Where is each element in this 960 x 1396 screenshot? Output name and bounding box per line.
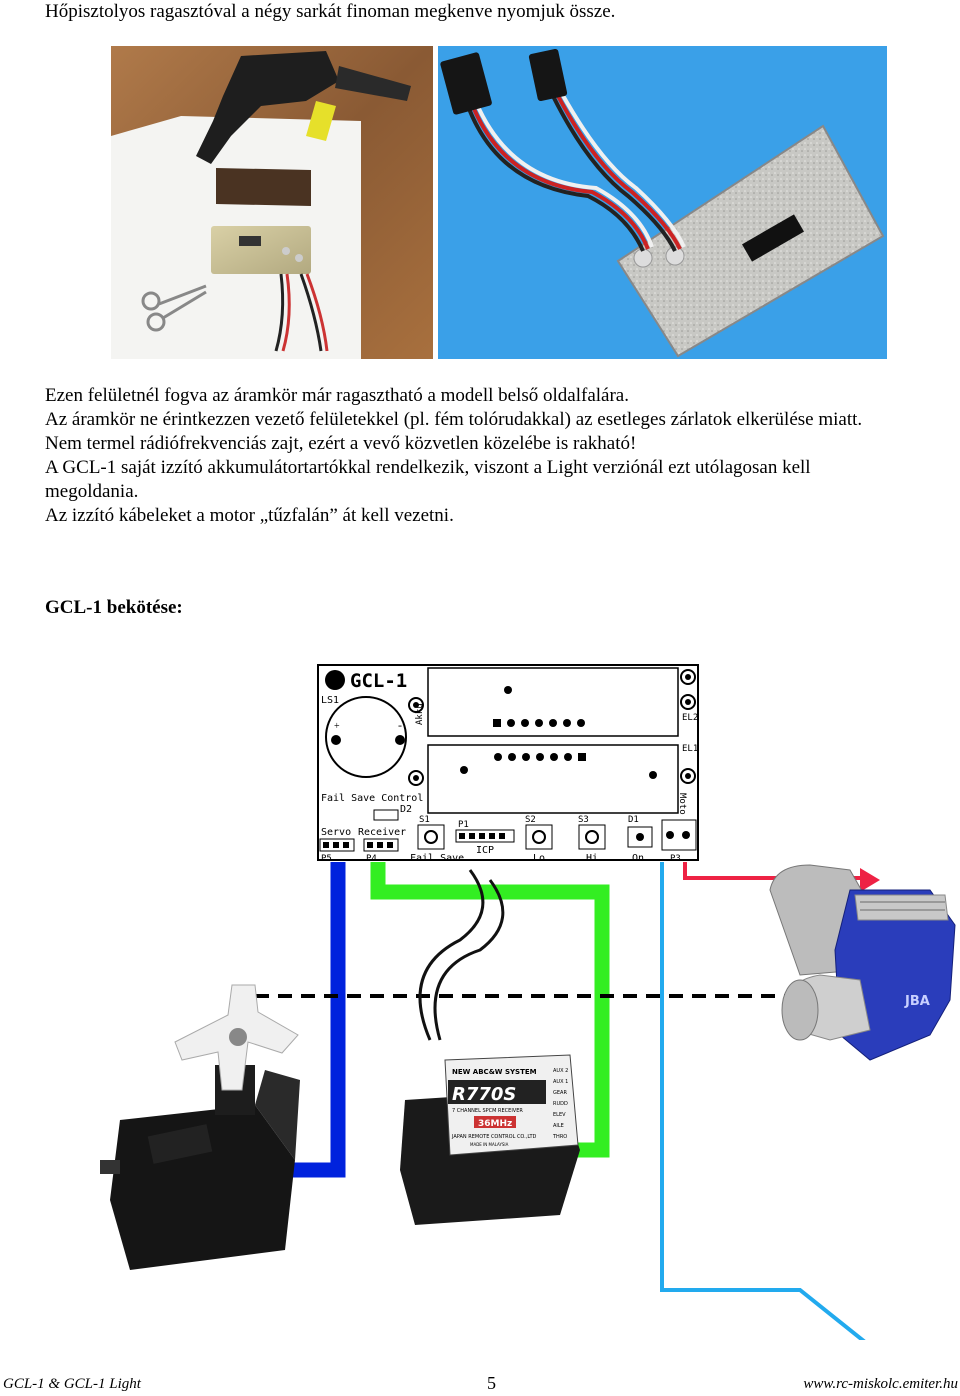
footer-left: GCL-1 & GCL-1 Light — [3, 1376, 141, 1392]
footer-right: www.rc-miskolc.emiter.hu — [803, 1376, 958, 1392]
label-s3: S3 — [578, 815, 589, 825]
label-p1: P1 — [458, 820, 469, 830]
icp-header — [455, 829, 515, 843]
receiver-ch-1: AUX 2 — [553, 1068, 568, 1074]
label-moto: Moto — [677, 793, 687, 815]
label-d2: D2 — [400, 804, 412, 815]
label-fail-save-control: Fail Save Control — [321, 793, 423, 804]
return-wire — [660, 862, 866, 1340]
receiver-ch-3: GEAR — [553, 1090, 567, 1096]
label-hi: Hi — [586, 853, 598, 864]
label-el2: EL2 — [682, 713, 698, 723]
label-receiver: Receiver — [358, 827, 406, 838]
section-heading: GCL-1 bekötése: — [45, 597, 183, 618]
paragraph-line-4: A GCL-1 saját izzító akkumulátortartókka… — [45, 457, 811, 478]
board-title: GCL-1 — [350, 670, 407, 692]
photo-board-leads — [438, 46, 887, 359]
receiver-wire — [370, 862, 610, 1158]
paragraph-line-6: Az izzító kábeleket a motor „tűzfalán” á… — [45, 505, 454, 526]
p5-header — [319, 838, 355, 852]
label-d1: D1 — [628, 815, 639, 825]
receiver-ch-5: ELEV — [553, 1112, 566, 1118]
footer-page-number: 5 — [487, 1373, 496, 1393]
label-on: On — [632, 853, 644, 864]
label-icp: ICP — [476, 845, 494, 856]
servo-image — [100, 984, 300, 1270]
upper-pad-row — [493, 719, 585, 727]
engine-label: JBA — [904, 994, 930, 1009]
label-p3: P3 — [670, 854, 681, 864]
label-p4: P4 — [366, 854, 377, 864]
label-fail-save: Fail Save — [410, 853, 464, 864]
receiver-ch-4: RUDD — [553, 1101, 568, 1107]
receiver-top-label: NEW ABC&W SYSTEM — [452, 1068, 537, 1076]
label-ls1: LS1 — [321, 695, 339, 706]
receiver-maker-label: JAPAN REMOTE CONTROL CO.,LTD — [451, 1134, 536, 1140]
paragraph-line-2: Az áramkör ne érintkezzen vezető felület… — [45, 409, 863, 430]
gcl1-board: GCL-1 LS1 + - Fail Save Control D2 Servo… — [317, 664, 699, 864]
paragraph-line-1: Ezen felületnél fogva az áramkör már rag… — [45, 385, 629, 406]
paragraph-line-5: megoldania. — [45, 481, 139, 502]
ls1-plus: + — [334, 721, 340, 732]
receiver-freq-label: 36MHz — [478, 1119, 512, 1129]
engine-image: JBA — [769, 864, 956, 1061]
paragraph-line-3: Nem termel rádiófrekvenciás zajt, ezért … — [45, 433, 637, 454]
receiver-model-label: R770S — [452, 1084, 516, 1105]
receiver-ch-2: AUX 1 — [553, 1079, 568, 1085]
receiver-image: NEW ABC&W SYSTEM R770S 7 CHANNEL SPCM RE… — [400, 869, 580, 1225]
receiver-sub-label: 7 CHANNEL SPCM RECEIVER — [452, 1108, 523, 1114]
p4-header — [363, 838, 399, 852]
wiring-diagram: GCL-1 LS1 + - Fail Save Control D2 Servo… — [100, 664, 956, 1340]
ls1-minus: - — [398, 718, 402, 732]
photo-glue-gun — [111, 46, 433, 359]
label-el1: EL1 — [682, 744, 698, 754]
lower-pad-row — [494, 753, 586, 761]
receiver-ch-7: THRO — [552, 1134, 567, 1140]
label-servo: Servo — [321, 827, 351, 838]
caption-top: Hőpisztolyos ragasztóval a négy sarkát f… — [45, 1, 616, 22]
receiver-ch-6: AILE — [553, 1123, 564, 1129]
glow-arrow — [860, 868, 880, 892]
label-p5: P5 — [321, 854, 332, 864]
label-s2: S2 — [525, 815, 536, 825]
receiver-made-label: MADE IN MALAYSIA — [470, 1142, 509, 1147]
label-akku: Akku — [415, 703, 425, 725]
label-lo: Lo — [533, 853, 545, 864]
label-s1: S1 — [419, 815, 430, 825]
